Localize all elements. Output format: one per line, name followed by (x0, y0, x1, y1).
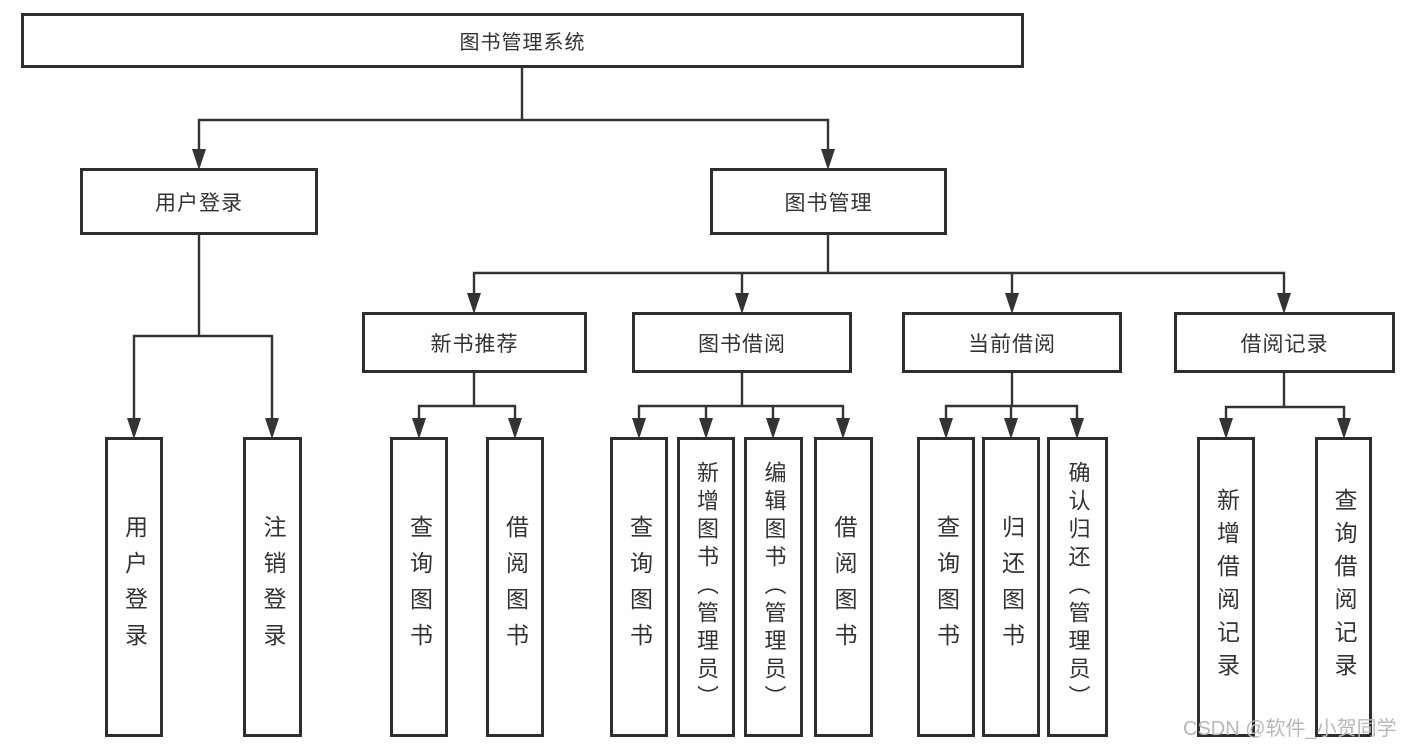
node-book-management: 图书管理 (710, 168, 947, 235)
leaf-edit-book-admin-label: 编辑图书（管理员） (761, 461, 787, 713)
leaf-query-books-current-label: 查询图书 (933, 515, 960, 659)
node-borrow-records: 借阅记录 (1174, 312, 1395, 373)
node-book-borrow: 图书借阅 (632, 312, 852, 373)
leaf-confirm-return-admin-label: 确认归还（管理员） (1065, 461, 1091, 713)
node-current-borrow: 当前借阅 (902, 312, 1122, 373)
leaf-query-books-recommend-label: 查询图书 (406, 515, 433, 659)
leaf-borrow-books-borrow-label: 借阅图书 (831, 515, 857, 659)
arrowheads (127, 149, 1351, 439)
leaf-user-login-label: 用户登录 (121, 515, 148, 659)
node-new-book-recommend: 新书推荐 (362, 312, 587, 373)
leaf-add-book-admin-label: 新增图书（管理员） (694, 461, 719, 713)
leaf-query-borrow-record-label: 查询借阅记录 (1331, 488, 1357, 686)
leaf-return-book: 归还图书 (982, 437, 1040, 737)
leaf-add-borrow-record: 新增借阅记录 (1197, 437, 1255, 737)
leaf-query-books-current: 查询图书 (917, 437, 975, 737)
leaf-edit-book-admin: 编辑图书（管理员） (744, 437, 803, 737)
node-borrow-records-label: 借阅记录 (1240, 332, 1329, 356)
leaf-borrow-books-recommend: 借阅图书 (486, 437, 544, 737)
leaf-logout: 注销登录 (243, 437, 302, 737)
leaf-query-books-borrow-label: 查询图书 (626, 515, 653, 659)
node-root: 图书管理系统 (21, 13, 1024, 68)
leaf-query-borrow-record: 查询借阅记录 (1315, 437, 1372, 737)
leaf-borrow-books-borrow: 借阅图书 (814, 437, 873, 737)
node-root-label: 图书管理系统 (459, 32, 586, 54)
leaf-user-login: 用户登录 (105, 437, 163, 737)
leaf-query-books-recommend: 查询图书 (390, 437, 448, 737)
node-book-management-label: 图书管理 (784, 191, 873, 215)
node-user-login: 用户登录 (80, 168, 318, 235)
leaf-logout-label: 注销登录 (260, 515, 286, 659)
leaf-add-borrow-record-label: 新增借阅记录 (1213, 488, 1240, 686)
node-new-book-recommend-label: 新书推荐 (430, 332, 519, 356)
leaf-borrow-books-recommend-label: 借阅图书 (502, 515, 529, 659)
leaf-query-books-borrow: 查询图书 (610, 437, 668, 737)
leaf-add-book-admin: 新增图书（管理员） (677, 437, 735, 737)
node-current-borrow-label: 当前借阅 (968, 332, 1056, 356)
node-user-login-label: 用户登录 (155, 191, 243, 215)
leaf-confirm-return-admin: 确认归还（管理员） (1047, 437, 1108, 737)
csdn-watermark: CSDN @软件_小贺同学 (1183, 718, 1397, 740)
node-book-borrow-label: 图书借阅 (698, 332, 786, 356)
leaf-return-book-label: 归还图书 (998, 515, 1025, 659)
